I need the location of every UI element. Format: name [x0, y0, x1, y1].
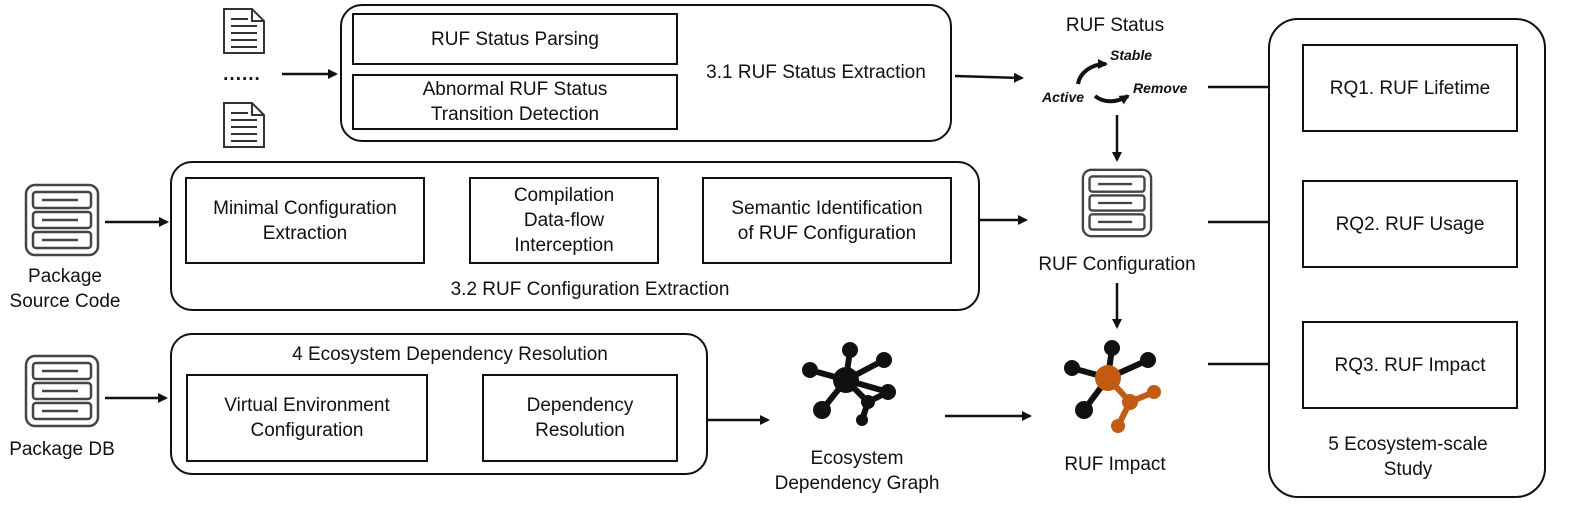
virtual-environment-box: Virtual Environment Configuration [186, 374, 428, 462]
semantic-identification-box: Semantic Identification of RUF Configura… [702, 177, 952, 264]
graph-icon [802, 342, 896, 426]
ruf-impact-label: RUF Impact [1064, 454, 1166, 475]
rq2-box: RQ2. RUF Usage [1302, 180, 1518, 268]
stage-dep-title: 4 Ecosystem Dependency Resolution [292, 344, 608, 365]
dependency-resolution-box: Dependency Resolution [482, 374, 678, 462]
stage-config-title: 3.2 RUF Configuration Extraction [450, 279, 730, 300]
arrow-active-to-remove [1093, 94, 1130, 105]
ecosystem-graph-label: Ecosystem Dependency Graph [774, 448, 940, 494]
stage-status-title: 3.1 RUF Status Extraction [706, 62, 926, 83]
ruf-status-title: RUF Status [1065, 15, 1165, 36]
arrow-active-to-stable [1076, 59, 1108, 85]
status-stable: Stable [1110, 47, 1153, 63]
arrow-status-to-ruf-status [954, 72, 1024, 83]
status-active: Active [1042, 89, 1085, 105]
documents-ellipsis: ...... [223, 64, 261, 85]
database-icon [24, 183, 100, 257]
rq1-box: RQ1. RUF Lifetime [1302, 44, 1518, 132]
document-icon [223, 102, 265, 148]
database-icon [24, 354, 100, 428]
minimal-configuration-box: Minimal Configuration Extraction [185, 177, 425, 264]
abnormal-transition-box: Abnormal RUF Status Transition Detection [352, 74, 678, 130]
compilation-interception-box: Compilation Data-flow Interception [469, 177, 659, 264]
ruf-status-parsing-box: RUF Status Parsing [352, 13, 678, 65]
ruf-configuration-label: RUF Configuration [1038, 254, 1196, 275]
database-icon [1081, 168, 1153, 238]
status-remove: Remove [1133, 80, 1188, 96]
document-icon [223, 8, 265, 54]
package-db-label: Package DB [9, 439, 115, 460]
study-title: 5 Ecosystem-scale Study [1328, 434, 1488, 480]
package-source-code-label: Package Source Code [9, 266, 121, 312]
graph-icon [1064, 340, 1161, 433]
rq3-box: RQ3. RUF Impact [1302, 321, 1518, 409]
